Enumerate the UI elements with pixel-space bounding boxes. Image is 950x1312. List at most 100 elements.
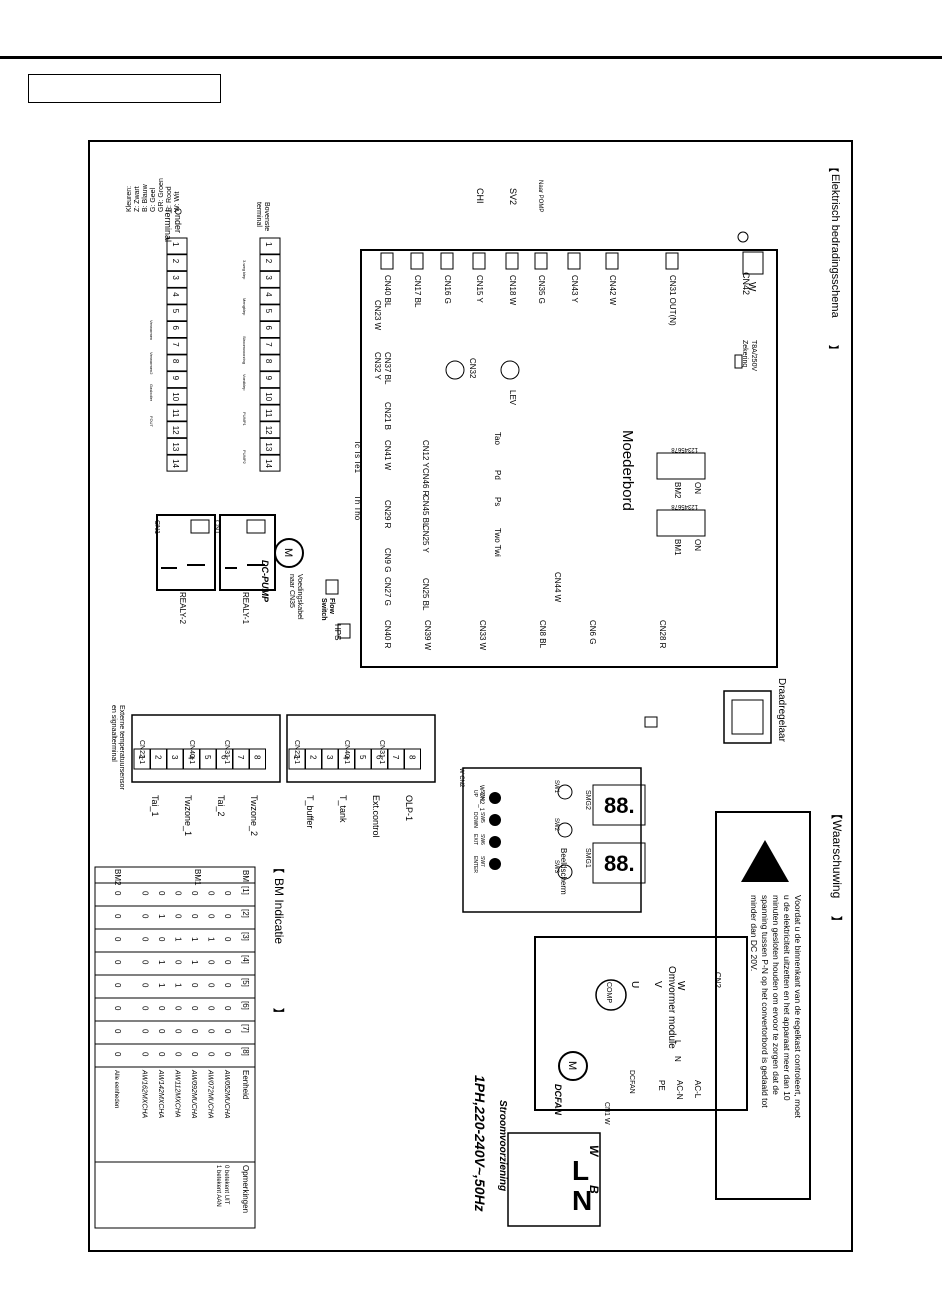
- bm-table-cell: 0: [207, 891, 216, 896]
- onder-terminal-cell: [166, 337, 188, 355]
- dc-pump-label: DC-PUMP: [260, 560, 270, 603]
- cn12-y-label: CN12 Y: [421, 440, 430, 469]
- bm2-bit: 0: [113, 914, 122, 919]
- bovenste-terminal-cell: [259, 337, 281, 355]
- svg-text:V: V: [652, 981, 663, 988]
- onder-terminal-number: 5: [171, 309, 180, 314]
- onder-terminal-cell: [166, 371, 188, 389]
- onder-terminal-cell: [166, 237, 188, 255]
- cn28-r-label: CN28 R: [658, 620, 667, 649]
- cn22-1-label: CN22-1: [293, 740, 300, 764]
- svg-text:SW1: SW1: [553, 780, 559, 794]
- upper-function-label: PUMP2: [242, 450, 247, 465]
- bovenste-terminal-number: 9: [264, 376, 273, 381]
- svg-text:W CN2_1: W CN2_1: [478, 785, 484, 812]
- bm-table-unit: AW092MUCHA: [190, 1069, 197, 1119]
- svg-text:DCFAN: DCFAN: [628, 1070, 635, 1094]
- bm-bracket-close: 】: [272, 1008, 285, 1019]
- bm-table-header: Opmerkingen: [241, 1165, 250, 1213]
- bm-table-unit: AW162MXCHA: [141, 1069, 148, 1118]
- terminal-title: Externe temperatuursensoren signaaltermi…: [110, 705, 125, 790]
- svg-text:!: !: [764, 855, 771, 877]
- bovenste-terminal-number: 13: [264, 442, 273, 451]
- bm-table-cell: 0: [190, 1029, 199, 1034]
- bm-table-cell: 0: [207, 960, 216, 965]
- upper-function-label: Mengklep: [242, 298, 247, 316]
- svg-text:AC-N: AC-N: [675, 1080, 684, 1100]
- relay-1-label: REALY-1: [241, 592, 250, 625]
- bm-table-unit: AW072MUCHA: [207, 1069, 214, 1119]
- bm2-unit: Alle eenheden: [113, 1070, 119, 1108]
- bm-table-cell: 1: [157, 914, 166, 919]
- onder-terminal-cell: [166, 254, 188, 272]
- bovenste-terminal-cell: [259, 404, 281, 422]
- cn40-bl-socket: [380, 252, 394, 270]
- bm2-bit: 0: [113, 937, 122, 942]
- bm-table-cell: 0: [141, 937, 150, 942]
- power-spec: 1PH,220-240V~,50Hz: [472, 1075, 488, 1212]
- bm-table-cell: 0: [223, 1029, 232, 1034]
- top-rule: [0, 56, 942, 59]
- naar-pomp-label: Naar POMP: [537, 180, 543, 212]
- wired-controller-label: Draadregelaar: [776, 678, 787, 743]
- cn35-g-socket: [534, 252, 548, 270]
- svg-text:ON: ON: [693, 539, 702, 551]
- onder-terminal-number: 1: [171, 242, 180, 247]
- bovenste-terminal-number: 11: [264, 409, 273, 418]
- display-button-name: ENTER: [472, 856, 478, 873]
- terminal-pin-number: 4: [187, 755, 196, 760]
- bovenste-terminal-number: 7: [264, 342, 273, 347]
- bm-table-cell: 0: [223, 983, 232, 988]
- bm-table-header: [8]: [241, 1047, 250, 1056]
- svg-text:SW2: SW2: [553, 818, 559, 832]
- bm-table-cell: 0: [174, 914, 183, 919]
- bm-table-header: [1]: [241, 886, 250, 895]
- svg-text:U: U: [629, 981, 640, 988]
- bovenste-terminal-number: 4: [264, 292, 273, 297]
- onder-terminal-cell: [166, 270, 188, 288]
- power-title: Stroomvoorziening: [497, 1100, 508, 1191]
- diagram-frame: [88, 140, 853, 1252]
- bm-table-cell: 0: [174, 1052, 183, 1057]
- cn31-out-socket: [665, 252, 679, 270]
- bm2-bit: 0: [113, 960, 122, 965]
- cn43-y-label: CN43 Y: [570, 275, 579, 304]
- terminal-pin-number: 2: [309, 755, 318, 760]
- inverter-module: Omvormer module U V W COMP DCFAN M DCFAN…: [534, 936, 748, 1125]
- schema-title-text: Elektrisch bedradingsschema: [829, 174, 841, 319]
- svg-text:】: 】: [830, 916, 843, 927]
- bm-table-cell: 1: [174, 937, 183, 942]
- display-board: Beeldscherm 88. 88. SMG2 SMG1 SW1 SW2 SW…: [458, 767, 646, 913]
- flow-switch: FlowSwitch HPS: [320, 579, 351, 640]
- cn39-w-label: CN39 W: [423, 620, 432, 651]
- bm-table-cell: 0: [157, 937, 166, 942]
- bm-table-cell: 0: [223, 914, 232, 919]
- bm-table-cell: 1: [207, 937, 216, 942]
- sv2-label: SV2: [508, 188, 518, 205]
- bovenste-terminal-number: 10: [264, 392, 273, 401]
- hps-label: HPS: [333, 624, 342, 640]
- bm-table-cell: 0: [141, 1006, 150, 1011]
- svg-text:88.: 88.: [604, 851, 635, 876]
- cn17-bl-socket: [410, 252, 424, 270]
- color-legend: Kleuren:Z: ZwartB: BlauwG: GeelGR: Groen…: [126, 178, 181, 212]
- bm-table-cell: 0: [157, 1029, 166, 1034]
- svg-text:【: 【: [830, 808, 843, 819]
- cn15-y-socket: [472, 252, 486, 270]
- section-label-box: [28, 74, 221, 103]
- cn40-r-label: CN40 R: [383, 620, 392, 649]
- terminal-sensor-label: Twzone_1: [183, 795, 193, 836]
- bm-table-cell: 0: [190, 1052, 199, 1057]
- display-button-sw: SW6: [479, 834, 485, 845]
- warning-title: Waarschuwing: [830, 820, 844, 898]
- lower-function-label: Verwarmen2: [149, 352, 154, 375]
- cn37-bl-label: CN37 BL: [383, 352, 392, 385]
- bm-table-cell: 0: [207, 1029, 216, 1034]
- cn16-g-label: CN16 G: [443, 275, 452, 304]
- display-button-up: [489, 792, 501, 804]
- bovenste-terminal-number: 1: [264, 242, 273, 247]
